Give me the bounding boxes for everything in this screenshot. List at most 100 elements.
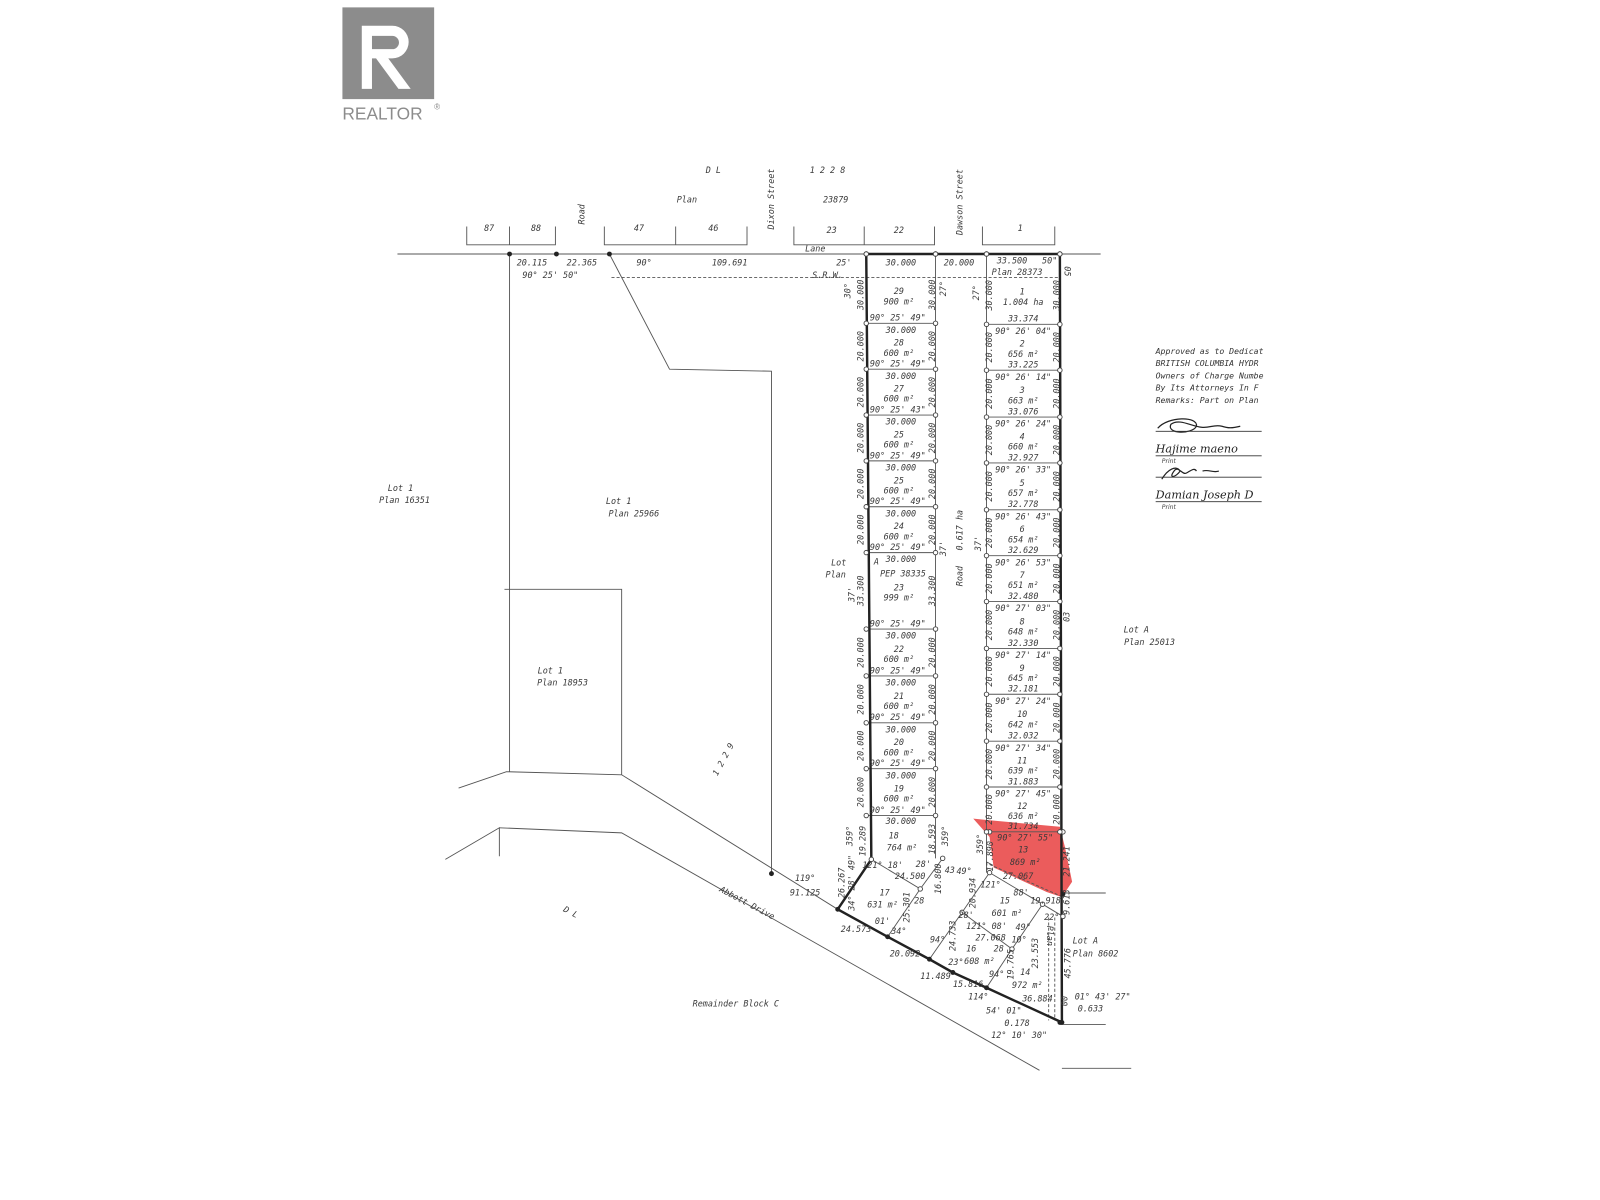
- lot-bearing: 90° 27' 14": [995, 650, 1051, 660]
- plan-label: 14: [1020, 967, 1030, 977]
- survey-point: [1009, 946, 1015, 952]
- plan-label: 30.000: [885, 258, 916, 268]
- plan-label: Lot 1: [388, 483, 413, 493]
- lot-number: 27: [894, 384, 904, 394]
- survey-point: [932, 412, 939, 418]
- lot-dimension: 30.000: [885, 770, 916, 780]
- lot-side-dimension: 20.000: [1051, 749, 1061, 779]
- plan-label: 22: [894, 225, 904, 235]
- lot-bearing: 90° 26' 33": [995, 465, 1051, 475]
- lot-dimension: 32.480: [1007, 591, 1038, 601]
- abbott-drive-north-edge: [458, 771, 838, 910]
- survey-point: [1057, 829, 1063, 835]
- plan-label: Plan 28373: [992, 267, 1043, 277]
- survey-point: [1057, 414, 1063, 420]
- plan-label: 1 2 2 8: [810, 165, 846, 175]
- plan-label: 20.000: [944, 258, 974, 268]
- lot-area: 600 m²: [884, 531, 914, 541]
- plan-label: 43: [945, 865, 955, 875]
- abbott-drive-south-edge: [499, 827, 1040, 1071]
- lot-bearing: 90° 27' 34": [995, 743, 1051, 753]
- realtor-r-icon: [361, 25, 411, 89]
- survey-point: [863, 320, 869, 327]
- lot-dimension: 31.883: [1007, 776, 1038, 786]
- survey-point: [863, 812, 869, 819]
- lot-area: 656 m²: [1008, 349, 1038, 359]
- survey-point: [863, 366, 869, 372]
- lot-side-dimension: 20.000: [856, 637, 866, 667]
- lot-line: [961, 911, 1013, 950]
- survey-point: [1039, 901, 1046, 907]
- plan-label: 23879: [823, 195, 848, 205]
- lot-side-dimension: 20.000: [984, 749, 994, 779]
- plan-label: 27.067: [1003, 871, 1033, 881]
- plan-label: Lot A: [1124, 625, 1149, 635]
- approval-line: Remarks: Part on Plan: [1156, 395, 1259, 405]
- plan-label: 23.553: [1030, 938, 1040, 968]
- lot-number: 1: [1020, 287, 1025, 297]
- lot-dimension: 32.927: [1007, 452, 1038, 462]
- plan-label: 17: [880, 887, 890, 897]
- survey-point: [932, 458, 939, 464]
- plan-label: 22.365: [567, 258, 597, 268]
- plan-label: 24.500: [895, 871, 925, 881]
- plan-label: Abbott Drive: [717, 884, 776, 922]
- plan-label: 26.267: [836, 868, 846, 898]
- survey-monument: [769, 871, 774, 877]
- plan-label: 54' 01": [986, 1006, 1022, 1016]
- plan-label: 359°: [844, 826, 854, 847]
- survey-point: [1057, 784, 1063, 790]
- survey-point: [983, 321, 990, 328]
- plan-label: 49°: [1016, 922, 1031, 932]
- highlighted-lot-13[interactable]: [973, 818, 1073, 898]
- lot-side-dimension: 20.000: [927, 730, 937, 760]
- lot-number: 24: [894, 521, 904, 531]
- lot-area: 600 m²: [884, 348, 914, 358]
- lot-side-dimension: 20.000: [927, 684, 937, 714]
- lot-dimension: 30.000: [885, 554, 916, 564]
- plan-label: 28': [958, 910, 973, 920]
- lot-side-dimension: 30.000: [984, 280, 994, 311]
- lot-side-dimension: 20.000: [856, 514, 866, 544]
- plan-label: A: [873, 556, 879, 566]
- plan-label: 0.633: [1078, 1004, 1103, 1014]
- survey-point: [863, 626, 869, 632]
- signature-scribble: [1161, 467, 1220, 480]
- approval-line: By Its Attorneys In F: [1156, 383, 1260, 393]
- lot-number: 25: [894, 429, 904, 439]
- plan-label: 28: [914, 896, 924, 906]
- plan-label: 608 m²: [964, 956, 994, 966]
- survey-monument: [950, 970, 956, 975]
- lot-side-dimension: 20.000: [856, 684, 866, 714]
- lot-side-dimension: 30.000: [927, 280, 937, 311]
- plan-label: Plan: [677, 195, 697, 205]
- survey-point: [983, 829, 990, 835]
- lot-bearing: 90° 27' 45": [995, 789, 1051, 799]
- survey-point: [932, 673, 939, 679]
- plan-label: 764 m²: [887, 843, 917, 853]
- survey-point: [863, 673, 869, 679]
- lot-dimension: 30.000: [885, 371, 916, 381]
- survey-point: [1057, 367, 1063, 373]
- lot-bearing: 90° 25' 49": [870, 450, 926, 460]
- survey-point: [983, 552, 990, 559]
- lot-area: 600 m²: [884, 394, 914, 404]
- lot-dimension: 30.000: [885, 417, 916, 427]
- survey-point: [863, 549, 869, 556]
- lot-side-dimension: 20.000: [927, 514, 937, 544]
- lot-side-dimension: 20.000: [1051, 656, 1061, 686]
- plan-label: 90° 27' 55": [997, 832, 1053, 842]
- lot-bearing: 90° 26' 04": [995, 326, 1051, 336]
- plan-label: Plan 18953: [537, 678, 588, 688]
- survey-point: [959, 909, 965, 916]
- lot-dimension: 30.000: [885, 508, 916, 518]
- lot-dimension: 33.225: [1007, 360, 1038, 370]
- lot-number: 5: [1020, 478, 1025, 488]
- survey-point: [983, 251, 990, 257]
- survey-point: [932, 626, 939, 632]
- lot-side-dimension: 20.000: [1051, 425, 1061, 455]
- survey-point: [939, 855, 946, 862]
- lot-dimension: 32.629: [1007, 545, 1038, 555]
- plan-label: Remainder Block C: [693, 999, 779, 1009]
